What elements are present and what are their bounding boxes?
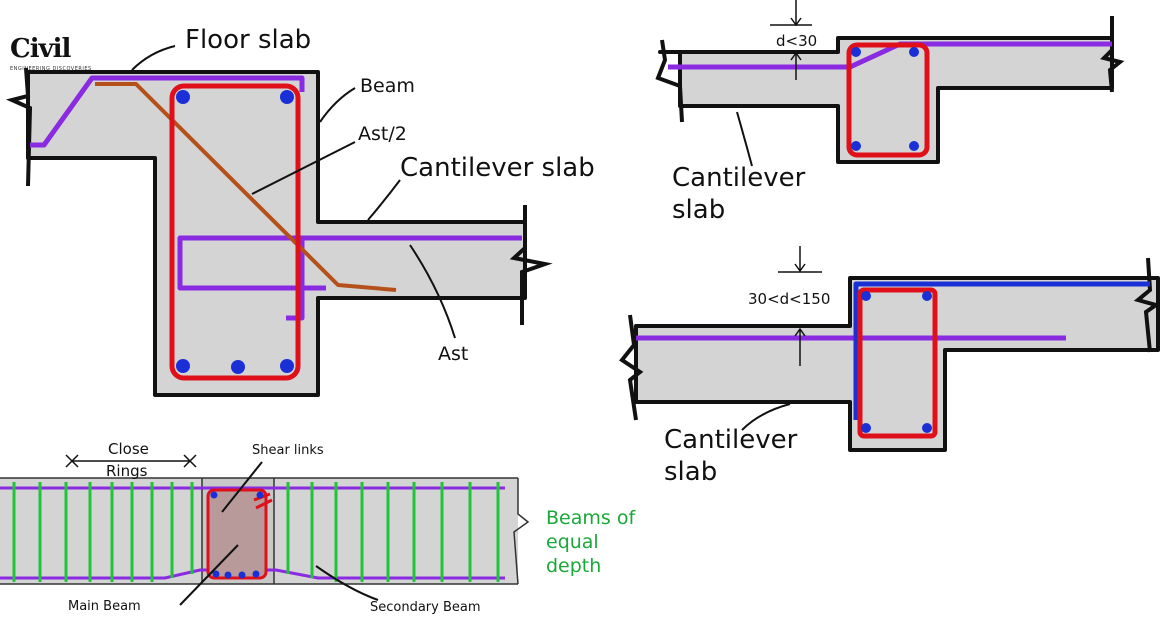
leader-main-beam [179,544,239,606]
leader-secondary-beam [315,565,379,601]
section-beam-elevation: Close Rings Shear links Main Beam Second… [0,440,636,615]
section-large-step: 30<d<150 Cantilever slab [619,246,1160,487]
step-concrete [658,36,1114,164]
bent-bar [95,82,397,292]
break-line-right [509,205,553,325]
rebar-dot [212,570,220,578]
rebar-dot [851,141,861,151]
label-d-range: 30<d<150 [748,290,830,308]
slab-top-bar [30,75,305,148]
rebar-dot [861,291,871,301]
label-cantilever-slab: Cantilever slab [400,153,595,183]
label-cantilever-b-1: Cantilever [664,425,798,455]
rebar-dot [176,359,190,373]
beam-concrete-left [0,478,202,584]
break-line-left [655,39,684,123]
label-beams-equal-1: Beams of [546,507,636,529]
leader-beam [319,87,356,123]
step-stirrup [846,42,930,158]
stirrups-left [12,482,194,582]
rebar-dot [280,90,294,104]
rebar-dot [909,141,919,151]
dim-tick [183,454,197,468]
dim-arrow-head-lower [794,327,806,337]
break-line-right [513,478,530,585]
label-floor-slab: Floor slab [185,25,311,55]
rebar-dot [861,423,871,433]
leader-cantilever-a [736,111,753,167]
label-close-rings-2: Rings [106,462,148,480]
close-rings-dimension [65,454,197,468]
logo-tagline: ENGINEERING DISCOVERIES [10,66,92,72]
leader-lines-main [131,45,456,339]
label-beam: Beam [360,75,415,97]
rebar-dot [210,491,218,499]
label-ast-half: Ast/2 [358,123,407,145]
label-secondary-beam: Secondary Beam [370,600,481,615]
rebar-dot [231,360,245,374]
rebar-dot [909,47,919,57]
dim-arrow-head-lower [790,51,802,61]
label-d-small: d<30 [776,32,817,50]
label-beams-equal-2: equal [546,531,599,553]
rebar-dot [851,47,861,57]
cantilever-bar [177,235,522,321]
rebar-dot [922,423,932,433]
dimension-large [778,246,822,366]
label-ast: Ast [438,343,468,365]
brand-logo: Civil [10,34,71,64]
logo-tag-discoveries: DISCOVERIES [52,66,92,72]
logo-word: Civil [10,34,71,64]
leader-ast [409,244,456,339]
label-cantilever-a-2: slab [672,195,725,225]
rebar-dot [256,491,264,499]
section-small-step: d<30 Cantilever slab [655,0,1125,225]
leader-cantilever [367,179,401,221]
dimension-small [770,0,812,80]
break-line-left [619,314,644,421]
label-shear-links: Shear links [252,443,324,458]
leader-floor-slab [131,45,176,71]
main-concrete [26,70,527,397]
rebar-dot [922,291,932,301]
dim-arrow-head [794,263,806,273]
main-stirrup [169,83,301,381]
label-close-rings-1: Close [108,440,149,458]
dim-tick [65,454,79,468]
rebar-dot [224,571,232,579]
label-cantilever-b-2: slab [664,457,717,487]
large-step-concrete [634,276,1160,452]
label-beams-equal-3: depth [546,555,601,577]
label-cantilever-a-1: Cantilever [672,163,806,193]
rebar-dot [280,359,294,373]
beam-concrete-right [274,478,518,584]
leader-shear-links [221,461,263,513]
large-stirrup [857,287,938,439]
rebar-dot [238,571,246,579]
label-main-beam: Main Beam [68,599,141,614]
stirrups-right [286,482,500,582]
main-beam-section [206,488,268,580]
top-bar-blue [853,281,1150,420]
rebar-dot [176,90,190,104]
break-line-left [5,67,33,187]
rebar-dot [252,570,260,578]
leader-ast-half [251,141,356,195]
logo-tag-engineering: ENGINEERING [10,66,51,72]
section-main: Floor slab Beam Ast/2 Cantilever slab As… [5,25,595,397]
leader-cantilever-b [741,403,791,431]
